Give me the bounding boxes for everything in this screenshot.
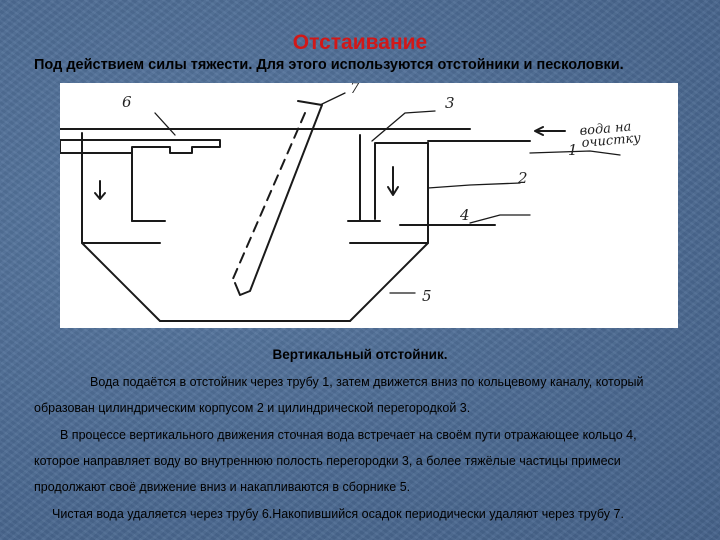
- leader-1: [529, 150, 621, 156]
- label-1: 1: [568, 141, 578, 159]
- settler-diagram-drawing: 1 2 3 4 5 6 7 вода на очистку: [60, 83, 642, 322]
- text-line-2: образован цилиндрическим корпусом 2 и ци…: [34, 401, 471, 415]
- leader-7: [319, 92, 346, 106]
- down-arrow-right: [387, 166, 399, 196]
- slide-subtitle: Под действием силы тяжести. Для этого ис…: [34, 57, 624, 73]
- label-3: 3: [445, 94, 455, 112]
- settler-diagram: 1 2 3 4 5 6 7 вода на очистку: [60, 83, 678, 328]
- down-arrow-left: [94, 180, 106, 200]
- label-6: 6: [122, 93, 132, 111]
- leader-6: [154, 112, 176, 136]
- outer-housing-right: [349, 142, 429, 322]
- text-line-1: Вода подаётся в отстойник через трубу 1,…: [90, 375, 644, 389]
- inlet-text-2: очистку: [581, 131, 642, 151]
- sludge-pipe: [234, 100, 323, 296]
- outlet-pipe: [60, 139, 221, 154]
- slide-title: Отстаивание: [292, 31, 428, 54]
- inlet-text-1: вода на: [579, 120, 632, 139]
- text-line-6: Чистая вода удаляется через трубу 6.Нако…: [52, 507, 624, 521]
- inlet-arrow: [534, 126, 566, 136]
- label-4: 4: [459, 206, 470, 224]
- text-line-5: продолжают своё движение вниз и накаплив…: [34, 480, 411, 494]
- label-5: 5: [422, 287, 432, 305]
- leader-3: [371, 110, 436, 142]
- label-7: 7: [350, 83, 360, 97]
- text-line-4: которое направляет воду во внутреннюю по…: [34, 454, 621, 468]
- figure-caption: Вертикальный отстойник.: [272, 347, 448, 362]
- leader-4: [469, 214, 531, 224]
- outer-housing-left: [81, 132, 161, 322]
- sludge-pipe-inner: [231, 112, 306, 282]
- inlet-pipe: [374, 140, 531, 220]
- label-2: 2: [517, 169, 528, 187]
- text-line-3: В процессе вертикального движения сточна…: [60, 428, 637, 442]
- leader-2: [427, 182, 521, 189]
